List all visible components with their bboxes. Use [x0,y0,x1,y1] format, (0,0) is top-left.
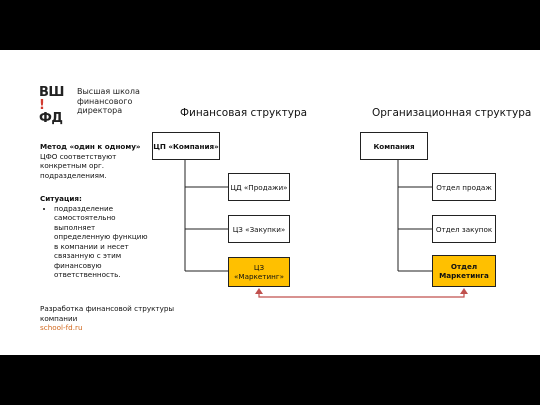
mapping-arrow-head-right [460,288,468,294]
method-header: Метод «один к одному» [40,142,141,151]
situation-bullet: подразделение самостоятельно выполняет о… [54,204,152,280]
fin-child-purchases: ЦЗ «Закупки» [228,215,290,243]
org-root-box: Компания [360,132,428,160]
method-body: ЦФО соответствуют конкретным орг. подраз… [40,151,117,180]
footer: Разработка финансовой структуры компании… [40,304,190,333]
organizational-structure-title: Организационная структура [372,107,532,119]
situation-header: Ситуация: [40,194,82,203]
fin-child-sales: ЦД «Продажи» [228,173,290,201]
fin-root-box: ЦП «Компания» [152,132,220,160]
logo-icon: ВШ! ФД [39,85,64,126]
org-child-purchases: Отдел закупок [432,215,496,243]
footer-link[interactable]: school-fd.ru [40,323,83,332]
mapping-arrow-head-left [255,288,263,294]
connector-lines [184,160,468,298]
fin-child-marketing: ЦЗ «Маркетинг» [228,257,290,287]
mapping-arrow-line [258,293,465,298]
org-child-marketing: Отдел Маркетинга [432,255,496,287]
logo-text: Высшая школа финансового директора [77,87,140,115]
situation-block: Ситуация: подразделение самостоятельно в… [40,194,152,280]
method-block: Метод «один к одному» ЦФО соответствуют … [40,142,152,180]
slide: ВШ! ФД Высшая школа финансового директор… [0,50,540,355]
footer-text: Разработка финансовой структуры компании [40,304,175,323]
financial-structure-title: Финансовая структура [180,107,308,119]
org-child-sales: Отдел продаж [432,173,496,201]
